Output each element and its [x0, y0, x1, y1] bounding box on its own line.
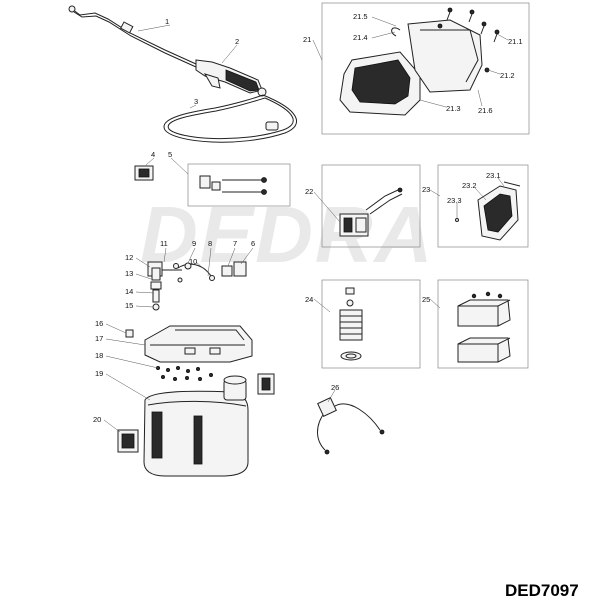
- label-3: 3: [194, 97, 198, 106]
- part-switch: [134, 165, 154, 181]
- part-clip: [117, 429, 139, 453]
- label-24: 24: [305, 295, 313, 304]
- label-7: 7: [233, 239, 237, 248]
- part-25-frame: [437, 279, 529, 369]
- part-wire-harness: [317, 397, 385, 455]
- label-11: 11: [160, 239, 168, 248]
- leader-lines: [103, 16, 509, 433]
- label-6: 6: [251, 239, 255, 248]
- label-21-6: 21.6: [478, 106, 493, 115]
- model-code: DED7097: [505, 581, 579, 600]
- part-trigger-handle: [195, 59, 267, 97]
- part-motor-unit: [339, 187, 403, 237]
- label-9: 9: [192, 239, 196, 248]
- label-21-4: 21.4: [353, 33, 368, 42]
- part-5-frame: [187, 163, 291, 207]
- label-23: 23: [422, 185, 430, 194]
- part-side-cover: [455, 181, 521, 241]
- label-23-3: 23.3: [447, 196, 462, 205]
- label-17: 17: [95, 334, 103, 343]
- part-spray-lance: [68, 5, 197, 68]
- watermark-text: DEDRA: [140, 190, 434, 279]
- part-24-frame: [321, 279, 421, 369]
- label-26: 26: [331, 383, 339, 392]
- part-cable-set: [199, 175, 267, 195]
- part-21-frame: [321, 2, 530, 135]
- label-15: 15: [125, 301, 133, 310]
- label-22: 22: [305, 187, 313, 196]
- label-21-5: 21.5: [353, 12, 368, 21]
- part-22-frame: [321, 164, 421, 248]
- label-8: 8: [208, 239, 212, 248]
- part-valve-group: [147, 261, 247, 311]
- label-2: 2: [235, 37, 239, 46]
- label-16: 16: [95, 319, 103, 328]
- label-1: 1: [165, 17, 169, 26]
- label-4: 4: [151, 150, 155, 159]
- part-labels: 1 2 3 4 5 6 7 8 9 10 11 12 13 14 15 16 1…: [93, 12, 523, 424]
- part-upper-housing: [125, 325, 253, 363]
- part-23-frame: [437, 164, 529, 248]
- label-21-2: 21.2: [500, 71, 515, 80]
- label-5: 5: [168, 150, 172, 159]
- label-10: 10: [189, 257, 197, 266]
- label-25: 25: [422, 295, 430, 304]
- label-21: 21: [303, 35, 311, 44]
- label-13: 13: [125, 269, 133, 278]
- label-23-2: 23.2: [462, 181, 477, 190]
- part-filter: [339, 287, 363, 361]
- part-tank: [143, 373, 275, 477]
- label-19: 19: [95, 369, 103, 378]
- label-18: 18: [95, 351, 103, 360]
- label-14: 14: [125, 287, 133, 296]
- label-12: 12: [125, 253, 133, 262]
- label-23-1: 23.1: [486, 171, 501, 180]
- label-21-3: 21.3: [446, 104, 461, 113]
- part-battery-terminal: [457, 291, 511, 363]
- part-battery-housing: [339, 7, 500, 116]
- part-screws: [155, 365, 213, 381]
- label-20: 20: [93, 415, 101, 424]
- label-21-1: 21.1: [508, 37, 523, 46]
- part-hose: [163, 94, 297, 143]
